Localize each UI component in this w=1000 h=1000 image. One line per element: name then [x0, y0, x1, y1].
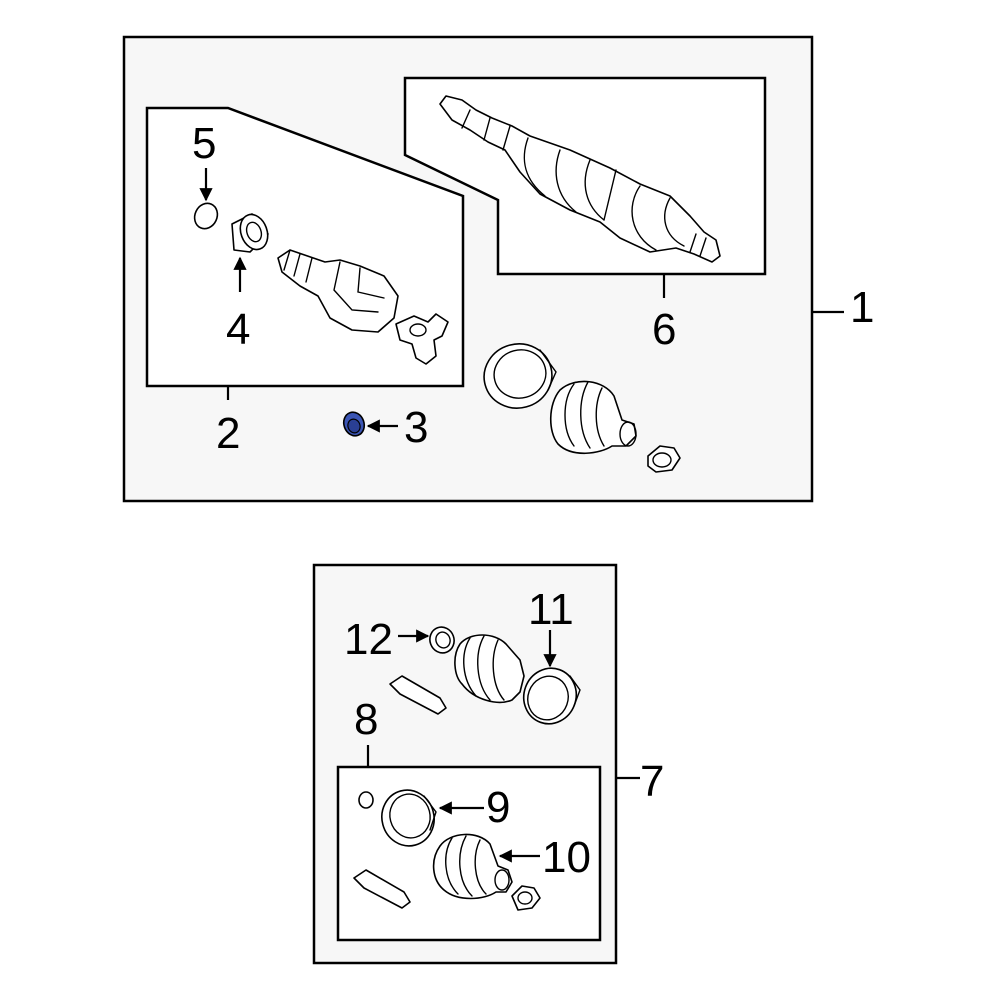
callout-8: 8 [354, 695, 378, 744]
callout-6: 6 [652, 305, 676, 354]
callout-11: 11 [528, 585, 574, 634]
callout-9: 9 [486, 783, 510, 832]
small-joint-cap [647, 445, 681, 473]
callout-7: 7 [640, 757, 664, 806]
boot-panel-7 [454, 634, 525, 704]
boot-part-10[interactable] [432, 833, 513, 900]
collar-part-4[interactable] [231, 211, 272, 254]
leaders-top [199, 168, 844, 433]
axle-shaft-part-6[interactable] [439, 95, 721, 263]
boot-bellows [549, 380, 637, 455]
ring-part-11[interactable] [516, 661, 584, 731]
callout-12: 12 [344, 615, 393, 664]
tripod-joint [395, 313, 449, 365]
callout-2: 2 [216, 409, 240, 458]
seal-part-3[interactable] [340, 409, 367, 438]
inboard-joint-housing [277, 249, 399, 333]
callout-5: 5 [192, 119, 216, 168]
small-ring-subpanel-8 [358, 791, 374, 809]
callout-1: 1 [850, 283, 874, 332]
clamp-band-panel-7 [389, 675, 447, 715]
small-cap-subpanel-8 [511, 885, 541, 911]
leaders-bottom [366, 629, 640, 863]
callout-3: 3 [404, 403, 428, 452]
callout-4: 4 [226, 305, 250, 354]
callout-10: 10 [542, 833, 591, 882]
snap-ring-part-5[interactable] [191, 200, 222, 233]
boot-ring-large [483, 343, 557, 409]
clamp-band-subpanel-8 [353, 869, 411, 909]
clamp-part-12[interactable] [426, 624, 457, 657]
boot-ring-part-9[interactable] [376, 784, 441, 852]
